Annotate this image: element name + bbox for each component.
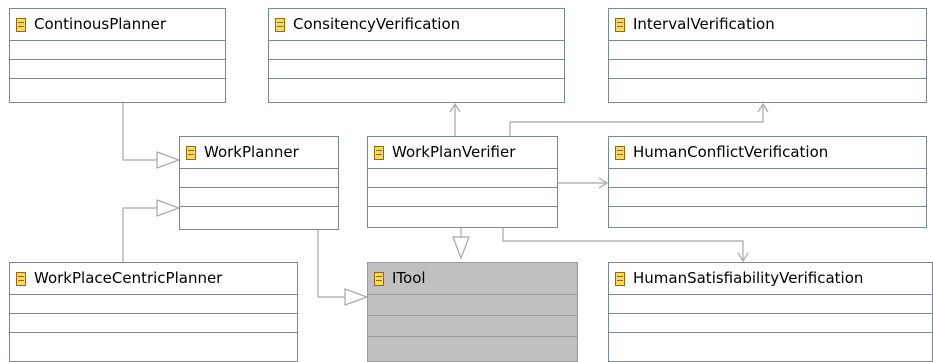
class-icon <box>16 17 26 32</box>
attributes-compartment <box>609 295 932 314</box>
class-icon <box>615 145 625 160</box>
attributes-compartment <box>368 169 557 188</box>
edge-workplanverifier-to-interval <box>509 102 769 136</box>
extra-compartment <box>10 79 225 97</box>
interface-name: ITool <box>392 269 426 287</box>
class-name: ContinousPlanner <box>34 15 167 33</box>
generalization-arrowhead <box>452 236 470 260</box>
extra-compartment <box>368 337 577 357</box>
class-interval-verification[interactable]: IntervalVerification <box>608 8 927 103</box>
class-name: HumanSatisfiabilityVerification <box>633 269 864 287</box>
edge-workplacecentric-to-workplanner <box>122 207 157 262</box>
edge-workplanverifier-to-humanconflict <box>558 177 609 189</box>
extra-compartment <box>609 333 932 351</box>
extra-compartment <box>609 207 926 225</box>
edge-workplanverifier-to-consistency <box>449 102 461 136</box>
edge-continous-to-workplanner <box>122 103 157 161</box>
class-consistency-verification[interactable]: ConsitencyVerification <box>268 8 565 103</box>
class-name: HumanConflictVerification <box>633 143 829 161</box>
generalization-arrowhead <box>156 151 181 169</box>
interface-itool[interactable]: ITool <box>367 262 578 362</box>
class-icon <box>615 17 625 32</box>
operations-compartment <box>10 314 297 333</box>
class-name: IntervalVerification <box>633 15 775 33</box>
class-icon <box>615 271 625 286</box>
class-work-planner[interactable]: WorkPlanner <box>179 136 339 230</box>
generalization-arrowhead <box>344 288 369 306</box>
interface-icon <box>374 271 384 286</box>
generalization-arrowhead <box>156 199 181 217</box>
extra-compartment <box>368 207 557 225</box>
attributes-compartment <box>368 295 577 316</box>
extra-compartment <box>180 207 338 225</box>
class-continous-planner[interactable]: ContinousPlanner <box>9 8 226 103</box>
operations-compartment <box>180 188 338 207</box>
class-icon <box>186 145 196 160</box>
class-work-place-centric-planner[interactable]: WorkPlaceCentricPlanner <box>9 262 298 362</box>
class-icon <box>16 271 26 286</box>
operations-compartment <box>10 60 225 79</box>
attributes-compartment <box>609 169 926 188</box>
class-human-conflict-verification[interactable]: HumanConflictVerification <box>608 136 927 228</box>
operations-compartment <box>269 60 564 79</box>
class-human-satisfiability-verification[interactable]: HumanSatisfiabilityVerification <box>608 262 933 362</box>
edge-workplanner-to-itool <box>317 230 345 298</box>
attributes-compartment <box>269 41 564 60</box>
operations-compartment <box>609 188 926 207</box>
class-name: WorkPlaceCentricPlanner <box>34 269 223 287</box>
class-name: ConsitencyVerification <box>293 15 461 33</box>
class-name: WorkPlanner <box>204 143 299 161</box>
extra-compartment <box>10 333 297 351</box>
operations-compartment <box>368 316 577 337</box>
connector-layer <box>122 102 769 306</box>
class-icon <box>374 145 384 160</box>
operations-compartment <box>368 188 557 207</box>
class-icon <box>275 17 285 32</box>
edge-workplanverifier-to-humansatisfiability <box>502 228 749 263</box>
class-work-plan-verifier[interactable]: WorkPlanVerifier <box>367 136 558 228</box>
operations-compartment <box>609 314 932 333</box>
attributes-compartment <box>609 41 926 60</box>
extra-compartment <box>609 79 926 97</box>
operations-compartment <box>609 60 926 79</box>
attributes-compartment <box>10 295 297 314</box>
class-name: WorkPlanVerifier <box>392 143 516 161</box>
attributes-compartment <box>180 169 338 188</box>
attributes-compartment <box>10 41 225 60</box>
extra-compartment <box>269 79 564 97</box>
